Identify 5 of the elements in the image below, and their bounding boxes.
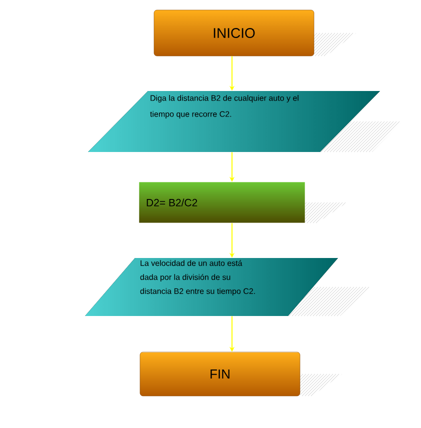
data-parallelogram: La velocidad de un auto está dada por la división de su distancia B2 entre su tiempo C2. [85, 258, 338, 316]
process-box: D2= B2/C2 [138, 182, 306, 224]
data-parallelogram: Diga la distancia B2 de cualquier auto y el tiempo que recorre C2. [88, 91, 380, 152]
terminal-box: FIN [140, 352, 300, 396]
terminal-box: INICIO [154, 10, 314, 56]
